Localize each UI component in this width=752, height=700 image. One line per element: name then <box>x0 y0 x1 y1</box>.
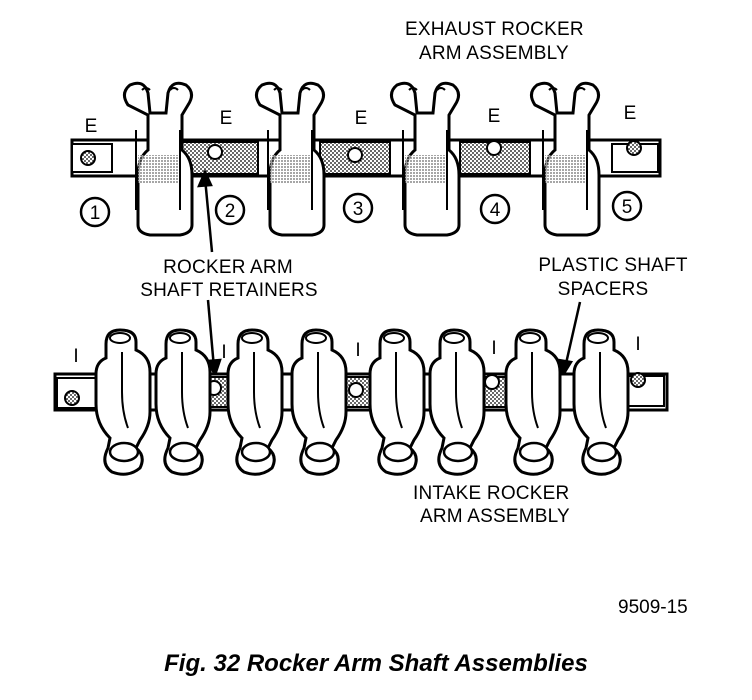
exhaust-label-line1: EXHAUST ROCKER <box>405 19 584 40</box>
intake-rocker-arm-3 <box>226 328 284 476</box>
exhaust-label-line2: ARM ASSEMBLY <box>419 43 569 64</box>
figure-code: 9509-15 <box>618 597 688 618</box>
exhaust-marker-4: E <box>488 106 501 127</box>
position-number-1: 1 <box>90 203 101 224</box>
exhaust-assembly <box>70 81 662 237</box>
intake-rocker-arm-2 <box>154 328 212 476</box>
intake-rocker-arm-4 <box>290 328 348 476</box>
retainers-label-line2: SHAFT RETAINERS <box>140 280 318 301</box>
intake-marker-5: I <box>635 334 640 355</box>
exhaust-marker-3: E <box>355 108 368 129</box>
intake-marker-1: I <box>73 346 78 367</box>
figure-caption: Fig. 32 Rocker Arm Shaft Assemblies <box>164 650 588 677</box>
position-number-2: 2 <box>225 201 236 222</box>
exhaust-marker-5: E <box>624 103 637 124</box>
intake-rocker-arm-7 <box>504 328 562 476</box>
intake-markers: I I I I I <box>73 334 640 367</box>
intake-rocker-arm-5 <box>368 328 426 476</box>
intake-rocker-arm-8 <box>572 328 630 476</box>
intake-rocker-arm-1 <box>94 328 152 476</box>
position-circles: 1 2 3 4 5 <box>79 190 643 228</box>
intake-marker-3: I <box>355 340 360 361</box>
spacers-label-line2: SPACERS <box>557 279 649 300</box>
intake-marker-4: I <box>491 338 496 359</box>
intake-label-line2: ARM ASSEMBLY <box>420 506 570 527</box>
position-number-4: 4 <box>490 200 501 221</box>
exhaust-marker-2: E <box>220 108 233 129</box>
exhaust-markers: E E E E E <box>85 103 637 137</box>
spacers-label-line1: PLASTIC SHAFT <box>538 255 688 276</box>
position-number-3: 3 <box>353 199 364 220</box>
exhaust-marker-1: E <box>85 116 98 137</box>
retainers-label-line1: ROCKER ARM <box>163 257 293 278</box>
intake-label-line1: INTAKE ROCKER <box>413 483 570 504</box>
position-number-5: 5 <box>622 197 633 218</box>
intake-rocker-arm-6 <box>428 328 486 476</box>
intake-marker-2: I <box>221 342 226 363</box>
intake-assembly <box>53 328 669 476</box>
